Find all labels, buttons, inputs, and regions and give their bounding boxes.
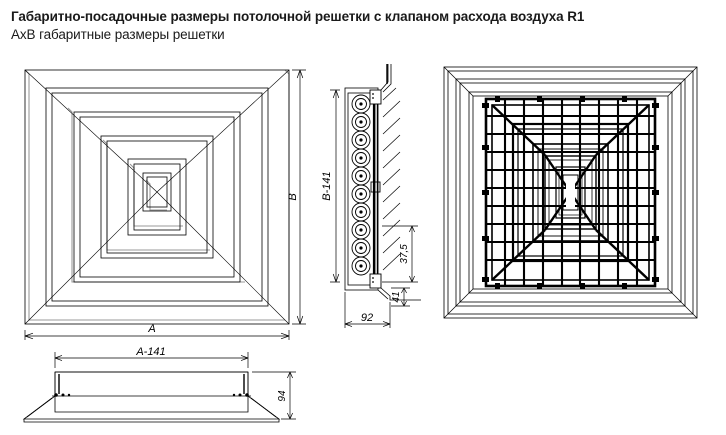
dimension-label-94: 94 bbox=[277, 390, 288, 402]
front-ring-4-inner bbox=[133, 163, 181, 231]
dimension-A-141: A-141 bbox=[54, 346, 249, 368]
bottom-fasteners bbox=[54, 393, 249, 397]
rear-frame-outer bbox=[443, 66, 698, 319]
front-ring-4 bbox=[127, 158, 187, 236]
front-outer-frame bbox=[24, 69, 290, 325]
dimension-label-B-141: B-141 bbox=[321, 171, 333, 200]
dimension-label-92: 92 bbox=[361, 312, 373, 324]
section-mount-blocks bbox=[369, 89, 382, 289]
section-view-damper: B-141 37,5 41 bbox=[321, 64, 421, 328]
damper-shaft bbox=[370, 96, 381, 282]
damper-blades bbox=[351, 94, 371, 276]
front-ring-1-inner bbox=[51, 92, 263, 302]
section-housing-outline bbox=[377, 64, 421, 301]
page-subtitle: АхВ габаритные размеры решетки bbox=[11, 27, 225, 42]
front-center-square bbox=[142, 172, 172, 212]
drawing-title-block: Габаритно-посадочные размеры потолочной … bbox=[11, 8, 584, 44]
rear-frame-ring-3 bbox=[468, 91, 673, 294]
rear-cage-inner bbox=[491, 104, 650, 281]
front-view-diffuser: A B bbox=[24, 69, 306, 340]
front-ring-2 bbox=[73, 111, 241, 283]
front-ring-3-inner bbox=[106, 140, 208, 254]
bottom-body bbox=[54, 371, 249, 413]
dimension-label-A-141: A-141 bbox=[135, 346, 165, 358]
dimension-A: A bbox=[24, 323, 290, 340]
section-hatching bbox=[382, 87, 401, 271]
rear-frame-ring-4 bbox=[472, 95, 669, 290]
rear-center-mask bbox=[566, 178, 575, 207]
front-ring-1 bbox=[45, 87, 269, 307]
bottom-flanges bbox=[22, 395, 281, 423]
front-center-square-inner bbox=[146, 176, 168, 208]
dimension-label-B: B bbox=[287, 193, 299, 200]
rear-frame-diagonals bbox=[443, 66, 698, 319]
rear-frame-ring-1 bbox=[455, 78, 686, 307]
rear-view-grille bbox=[443, 66, 698, 319]
bottom-end-walls bbox=[54, 372, 249, 396]
dimension-92: 92 bbox=[344, 292, 391, 328]
page-title: Габаритно-посадочные размеры потолочной … bbox=[11, 9, 585, 24]
front-ring-2-inner bbox=[79, 116, 235, 278]
dimension-label-A: A bbox=[147, 323, 155, 335]
rear-frame-outer-2 bbox=[447, 70, 694, 315]
bottom-section-view: A-141 94 bbox=[22, 346, 296, 423]
rear-mesh-vertical bbox=[503, 99, 639, 286]
front-view-depth-shading bbox=[24, 69, 290, 321]
dimension-B: B bbox=[287, 69, 306, 325]
front-ring-3 bbox=[100, 135, 214, 259]
front-corner-diagonals bbox=[24, 69, 290, 325]
dimension-37-5: 37,5 bbox=[382, 225, 418, 283]
dimension-41: 41 bbox=[391, 287, 410, 307]
dimension-94: 94 bbox=[252, 371, 296, 420]
rear-damper-assembly bbox=[482, 96, 659, 289]
dimension-B-141: B-141 bbox=[321, 89, 340, 283]
rear-mounting-clips bbox=[482, 96, 659, 289]
dimension-label-37-5: 37,5 bbox=[399, 244, 410, 264]
rear-frame-ring-2 bbox=[459, 82, 682, 303]
dimension-label-41: 41 bbox=[391, 291, 402, 302]
